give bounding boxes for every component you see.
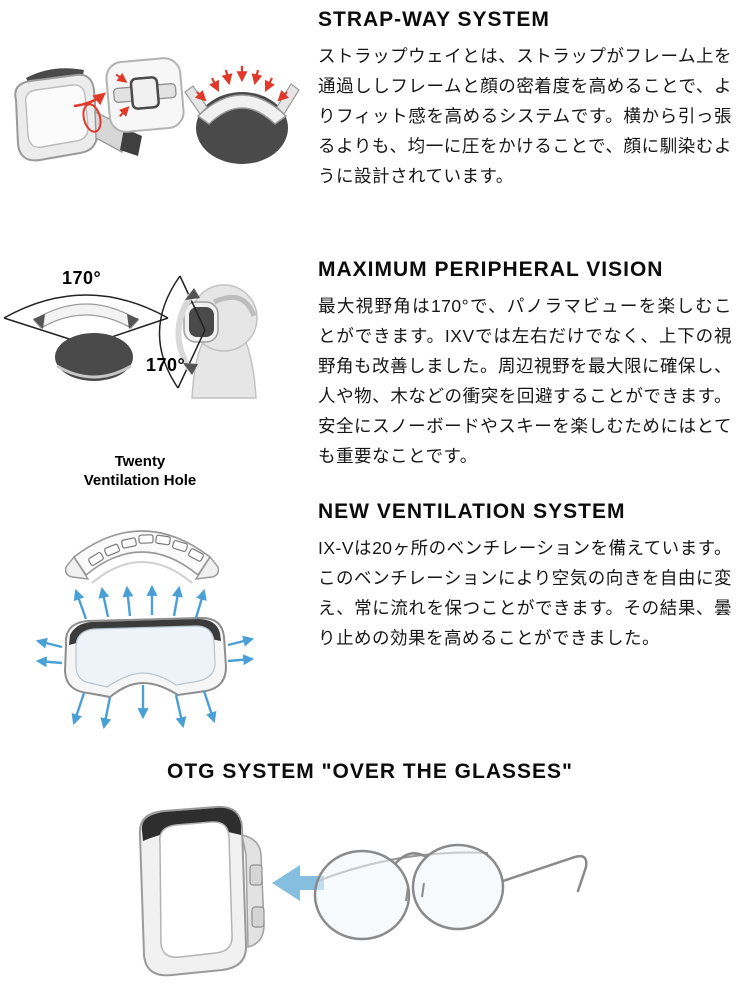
peripheral-vision-body: 最大視野角は170°で、パノラマビューを楽しむことができます。IXVでは左右だけ… [318,296,732,466]
strap-way-title: STRAP-WAY SYSTEM [318,8,550,31]
strap-way-illustration [0,52,310,222]
fov-angle-side-label: 170° [146,355,186,375]
head-profile-side-view [158,275,258,399]
otg-illustration [120,795,620,995]
fov-angle-top-label: 170° [62,268,102,288]
ventilation-illustration [0,495,300,755]
goggle-frame-perspective [138,805,265,977]
goggle-frame-vent-holes [64,530,220,584]
peripheral-vision-illustration: 170° 170° [0,262,310,402]
fov-fan-top-view [3,294,169,381]
insert-arrow-icon [272,865,324,901]
ventilation-title: NEW VENTILATION SYSTEM [318,500,626,523]
airflow-arrows [35,584,255,730]
strap-clip-detail [105,57,185,133]
ventilation-hole-label-line1: Twenty [114,453,166,470]
peripheral-vision-title: MAXIMUM PERIPHERAL VISION [318,258,664,281]
goggle-top-view [184,66,300,164]
eyeglasses [313,843,588,941]
section-ventilation: NEW VENTILATION SYSTEM IX-Vは20ヶ所のベンチレーショ… [318,500,732,653]
ventilation-hole-label-line2: Ventilation Hole [83,472,197,489]
goggle-side-view [14,68,142,162]
section-strap-way: STRAP-WAY SYSTEM ストラップウェイとは、ストラップがフレーム上を… [318,8,732,191]
ventilation-hole-label: Twenty Ventilation Hole [30,452,250,490]
section-peripheral-vision: MAXIMUM PERIPHERAL VISION 最大視野角は170°で、パノ… [318,258,732,471]
goggle-front-airflow [35,584,255,730]
vent-slots [88,534,204,566]
pressure-arrows [194,66,290,102]
ventilation-body: IX-Vは20ヶ所のベンチレーションを備えています。このベンチレーションにより空… [318,538,732,648]
otg-title: OTG SYSTEM "OVER THE GLASSES" [167,760,573,783]
strap-way-body: ストラップウェイとは、ストラップがフレーム上を通過ししフレームと顔の密着度を高め… [318,46,732,186]
